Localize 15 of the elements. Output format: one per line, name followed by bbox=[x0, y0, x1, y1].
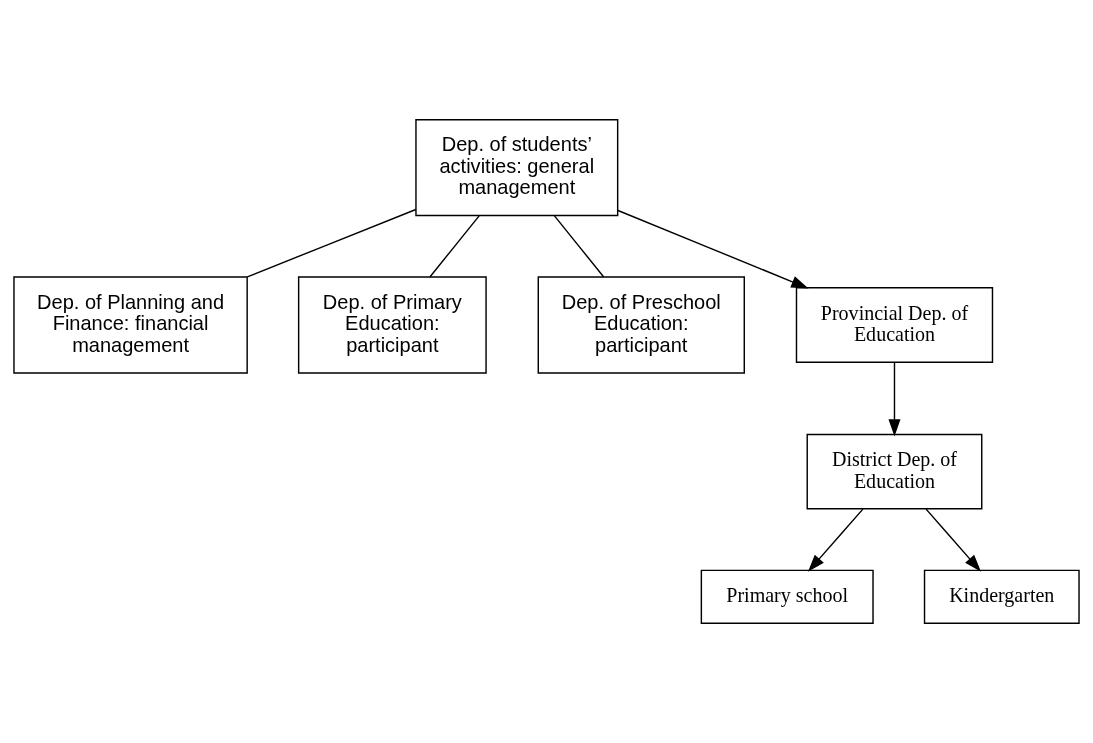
node-box: Dep. of Preschool Education: participant bbox=[537, 276, 745, 374]
arrow bbox=[925, 508, 981, 572]
node-box: Kindergarten bbox=[923, 569, 1080, 624]
arrow bbox=[807, 508, 864, 572]
connector bbox=[429, 215, 480, 278]
arrow bbox=[617, 209, 809, 289]
node-box: Primary school bbox=[700, 569, 874, 624]
arrow bbox=[888, 361, 901, 437]
connector bbox=[246, 208, 417, 278]
node-box: Provincial Dep. of Education bbox=[795, 287, 994, 363]
node-box: Dep. of Primary Education: participant bbox=[297, 276, 487, 374]
node-box: District Dep. of Education bbox=[806, 433, 983, 510]
node-box: Dep. of Planning and Finance: financial management bbox=[13, 276, 248, 374]
connector bbox=[553, 215, 605, 278]
node-box: Dep. of students’ activities: general management bbox=[415, 119, 619, 217]
